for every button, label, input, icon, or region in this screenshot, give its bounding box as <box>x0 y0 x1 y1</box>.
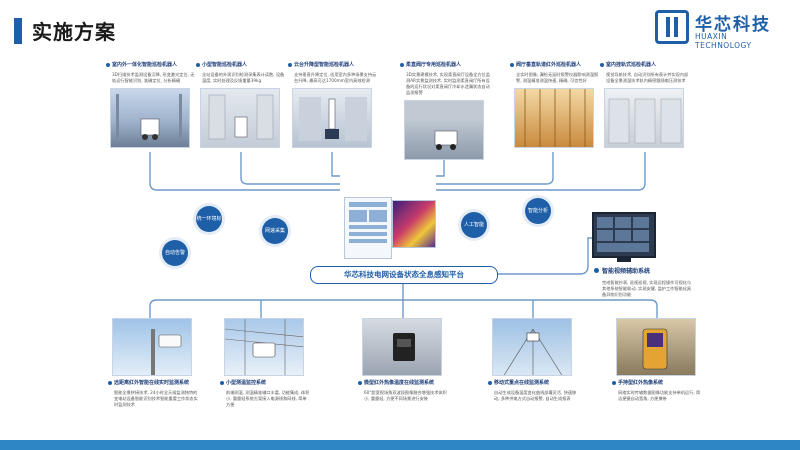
top-card-5: 阀厅垂直轨道红外巡检机器人 全实时图像, 漏检无延时报警仪器影响测温报警, 测温… <box>510 62 600 148</box>
card-title: 小型智能巡检机器人 <box>196 62 286 69</box>
logo-mark-icon <box>655 10 689 44</box>
top-card-3: 云台升降型智能巡检机器人 支持垂直升降定位, 适用室内多种场景支持云台升降, 最… <box>288 62 378 148</box>
title-accent-bar <box>14 18 22 44</box>
robot-image <box>292 88 372 148</box>
vision-desc: 完成智能抄表, 巡视巡视, 实现远程操作可视化与其他系统智能联动, 实现安健, … <box>602 280 692 298</box>
vision-title: 智能视频辅助系统 <box>594 266 650 275</box>
card-desc: 视觉导航技术, 自动识别所有表计并实现内部设备全景测温技术轨内精密跟随电压测技术 <box>606 72 689 83</box>
card-title: 远距离红外智能在线实时监测系统 <box>108 380 198 387</box>
bottom-card-4: 移动式重点在线监测系统 自动生成设备温度变化曲线部署灵活, 快速移动, 多种供电… <box>488 318 578 402</box>
top-card-6: 室内挂轨式巡检机器人 视觉导航技术, 自动识别所有表计并实现内部设备全景测温技术… <box>600 62 690 148</box>
card-title: 柔直阀厅专用巡检机器人 <box>400 62 490 69</box>
bottom-card-5: 手持型红外热像系统 网络实时传输数据图像功能支持单机运行, 简洁便捷自动宽角, … <box>612 318 702 402</box>
robot-image <box>604 88 684 148</box>
card-desc: 全站设备的外观识别检测采集表计读数, 设备温度, 实时处理及反馈重量39kg <box>202 72 285 83</box>
card-title: 微型红外热像温度在线监测系统 <box>358 380 448 387</box>
card-title: 阀厅垂直轨道红外巡检机器人 <box>510 62 600 69</box>
card-title: 手持型红外热像系统 <box>612 380 702 387</box>
card-desc: 60°超宽视场角双波段图像融合增强技术体积小, 重量轻, 方便不同场景进行安装 <box>364 390 447 401</box>
card-desc: 全实时图像, 漏检无延时报警仪器影响测温报警, 测温精准测温快速, 精确, 可信… <box>516 72 599 83</box>
platform-label: 华芯科技电网设备状态全息感知平台 <box>310 266 498 284</box>
badge-analysis: 智能分析 <box>525 198 551 224</box>
bottom-card-3: 微型红外热像温度在线监测系统 60°超宽视场角双波段图像融合增强技术体积小, 重… <box>358 318 448 402</box>
bottom-card-2: 小型测温监控系统 前端测温, 测温精准辅口丰富, 功能集成, 体积小, 重量轻系… <box>220 318 310 408</box>
top-card-1: 室内外一体化智能巡检机器人 3D扫描技术监测设备沉降, 形变激光定位, 无轨运行… <box>106 62 196 148</box>
card-desc: 网络实时传输数据图像功能支持单机运行, 简洁便捷自动宽角, 方便携带 <box>618 390 701 401</box>
footer-bar <box>0 440 800 450</box>
badge-unified-standard: 统一环境标准 <box>196 206 222 248</box>
bottom-card-1: 远距离红外智能在线实时监测系统 智能全景拼接技术, 24小时全天候监测独特的变电… <box>108 318 198 408</box>
monitor-image <box>592 212 656 258</box>
robot-image <box>110 88 190 148</box>
card-title: 室内外一体化智能巡检机器人 <box>106 62 196 69</box>
card-title: 室内挂轨式巡检机器人 <box>600 62 690 69</box>
monitor-stand <box>617 258 631 262</box>
camera-image <box>616 318 696 376</box>
card-desc: 3D实景建模技术, 实现柔直阀厅设备全方位监测AR实景监测技术, 实时监测柔直阀… <box>406 72 490 95</box>
camera-image <box>362 318 442 376</box>
card-desc: 自动生成设备温度变化曲线部署灵活, 快速移动, 多种供电方式自动报警, 自动生成… <box>494 390 577 401</box>
page-title: 实施方案 <box>32 20 116 44</box>
card-title: 云台升降型智能巡检机器人 <box>288 62 378 69</box>
card-desc: 3D扫描技术监测设备沉降, 形变激光定位, 无轨运行智能识别, 准确定位, 分析… <box>112 72 195 83</box>
logo-en-text: HUAXIN TECHNOLOGY <box>695 32 752 50</box>
badge-ai: 人工智能 <box>461 212 487 238</box>
company-logo: 华芯科技 HUAXIN TECHNOLOGY <box>655 8 785 50</box>
card-desc: 支持垂直升降定位, 适用室内多种场景支持云台升降, 最高可达1700mm室内高效… <box>294 72 377 83</box>
robot-image <box>200 88 280 148</box>
camera-image <box>224 318 304 376</box>
card-title: 移动式重点在线监测系统 <box>488 380 578 387</box>
robot-image <box>514 88 594 148</box>
badge-collection: 网速采集 <box>262 218 288 244</box>
card-title: 小型测温监控系统 <box>220 380 310 387</box>
logo-cn-text: 华芯科技 <box>695 15 771 35</box>
camera-image <box>492 318 572 376</box>
card-desc: 前端测温, 测温精准辅口丰富, 功能集成, 体积小, 重量轻系统方案接入电源线和… <box>226 390 310 407</box>
thermal-image <box>392 200 436 248</box>
badge-auto-alarm: 自动告警 <box>162 240 188 266</box>
robot-image <box>404 100 484 160</box>
top-card-4: 柔直阀厅专用巡检机器人 3D实景建模技术, 实现柔直阀厅设备全方位监测AR实景监… <box>400 62 490 160</box>
camera-image <box>112 318 192 376</box>
top-card-2: 小型智能巡检机器人 全站设备的外观识别检测采集表计读数, 设备温度, 实时处理及… <box>196 62 286 148</box>
card-desc: 智能全景拼接技术, 24小时全天候监测独特的变电站设备智能识别技术智能重要工作状… <box>114 390 198 407</box>
platform-screen-image <box>344 197 392 259</box>
